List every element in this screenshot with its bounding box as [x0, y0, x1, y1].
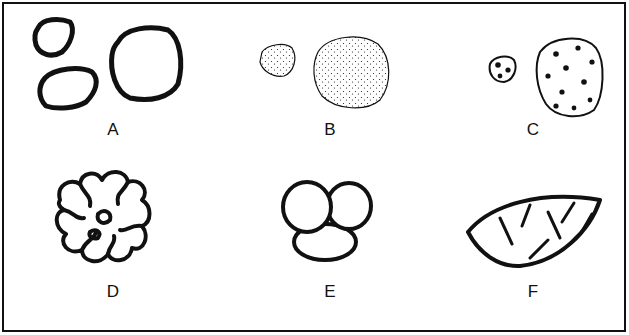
panel-letter: D: [107, 283, 119, 300]
panel-letter: E: [324, 283, 335, 300]
panel-letter: C: [527, 121, 539, 138]
panel-letter: B: [324, 121, 335, 138]
panel-letter: A: [107, 121, 118, 138]
convoluted-cell: [57, 172, 150, 261]
panel-letter: F: [528, 283, 538, 300]
stippled-cells: [260, 37, 389, 108]
leaf-cell: [468, 197, 600, 266]
clustered-cells: [283, 182, 371, 260]
thick-walled-cells: [35, 20, 181, 109]
frame: [3, 3, 625, 331]
spotted-cells: [490, 39, 603, 117]
